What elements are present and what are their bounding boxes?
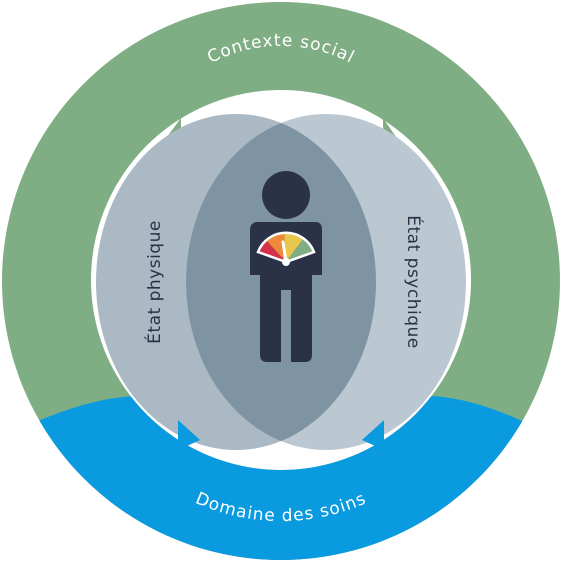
gauge-green [286, 238, 314, 262]
wellbeing-gauge-icon [256, 231, 316, 266]
physical-state-label: État physique [143, 220, 165, 344]
gauge-pivot [282, 258, 290, 266]
gauge-outline [256, 231, 316, 264]
person-icon [250, 171, 322, 362]
care-notch-right [362, 420, 384, 450]
care-notch-left [178, 420, 200, 450]
person-head [262, 171, 310, 219]
care-domain-band [1, 395, 560, 560]
gauge-orange [266, 232, 286, 262]
overlap-lens [186, 114, 376, 450]
gauge-red [258, 240, 286, 262]
psychic-state-label: État psychique [403, 215, 425, 348]
gauge-yellow [284, 231, 304, 262]
person-body [250, 222, 322, 362]
